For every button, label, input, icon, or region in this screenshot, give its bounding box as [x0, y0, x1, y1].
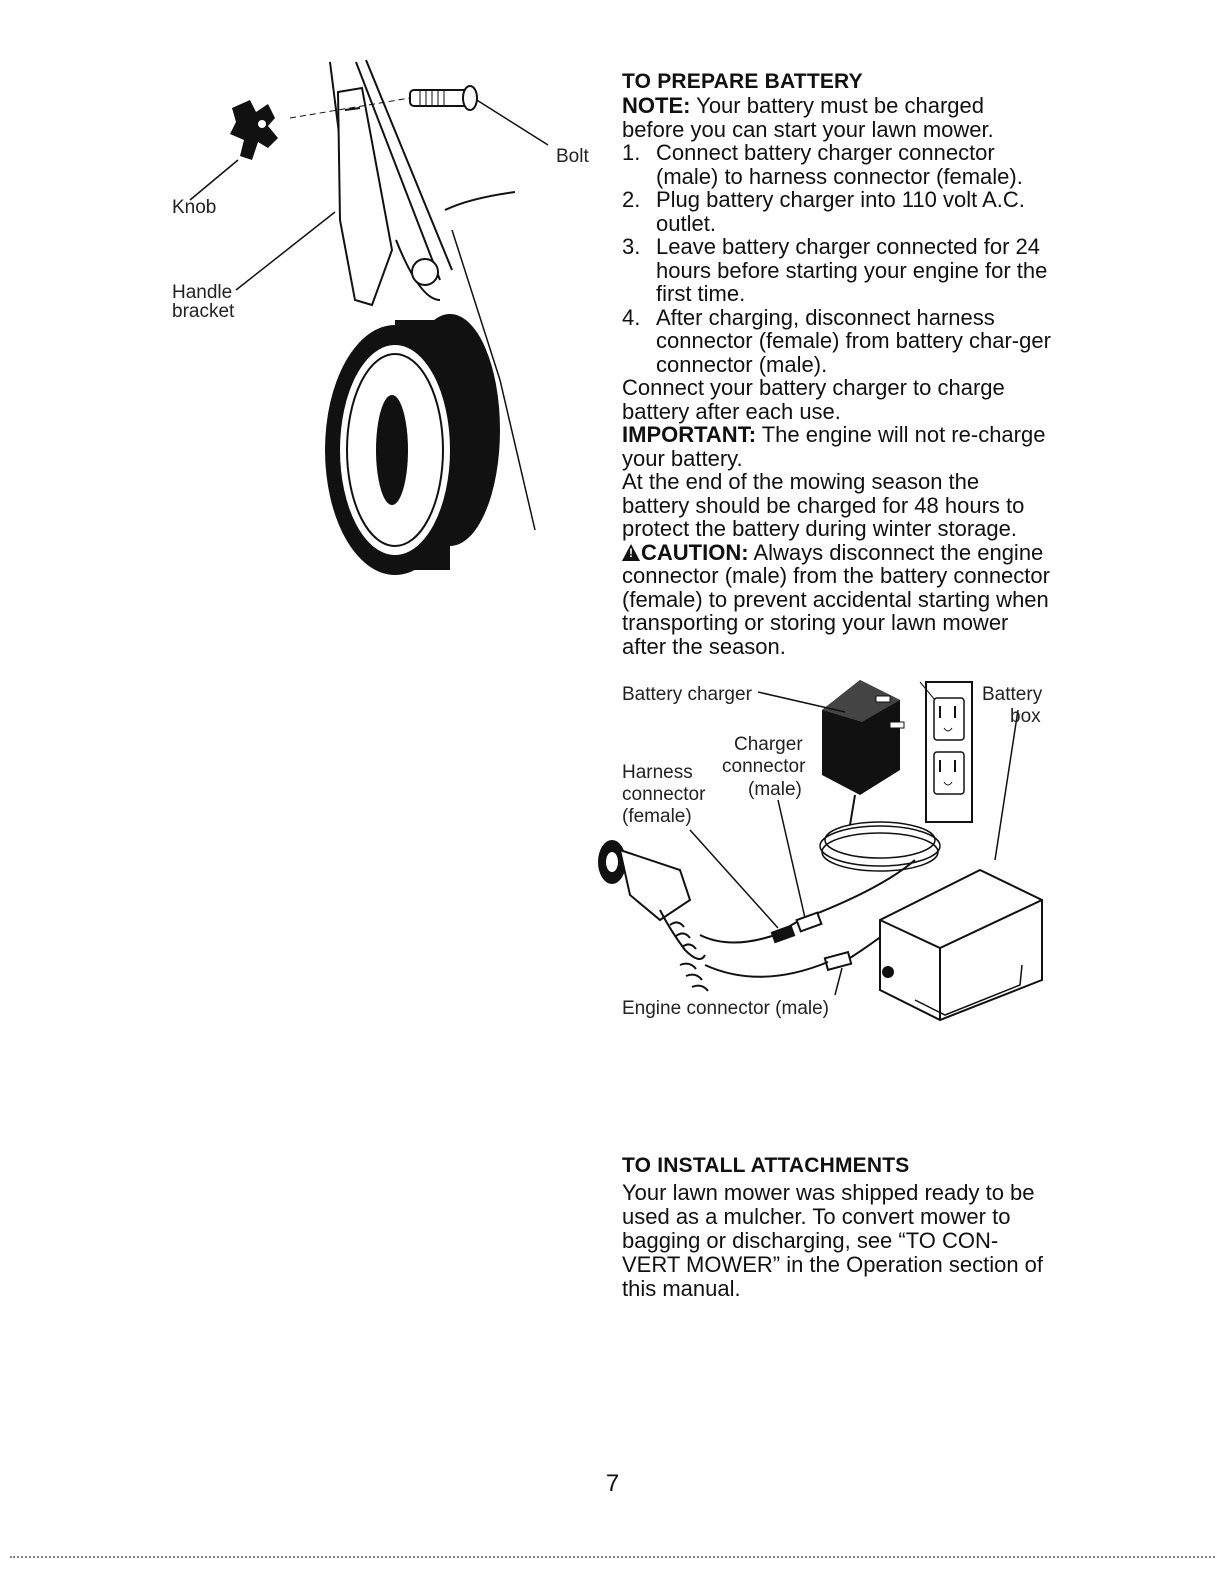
- note-text: Your battery must be charged before you …: [622, 93, 994, 142]
- caution-paragraph: CAUTION: Always disconnect the engine co…: [622, 539, 1052, 659]
- prepare-battery-section: TO PREPARE BATTERY NOTE: Your battery mu…: [622, 70, 1052, 658]
- warning-icon: [622, 543, 640, 561]
- label-battery-box-line1: Battery: [982, 684, 1043, 705]
- connect-paragraph: Connect your battery charger to charge b…: [622, 375, 1005, 424]
- battery-charging-illustration: [598, 680, 1043, 1022]
- page-number: 7: [605, 1470, 620, 1497]
- label-harness-connector-line3: (female): [622, 806, 692, 827]
- important-keyword: IMPORTANT:: [622, 422, 757, 447]
- install-attachments-heading: TO INSTALL ATTACHMENTS: [622, 1154, 910, 1177]
- bottom-divider: [10, 1556, 1215, 1558]
- label-charger-connector-line2: connector: [722, 756, 806, 777]
- steps-list: 1.Connect battery charger connector (mal…: [622, 141, 1052, 376]
- caution-keyword: CAUTION:: [641, 539, 749, 565]
- label-engine-connector: Engine connector (male): [622, 998, 829, 1019]
- list-item: 3.Leave battery charger connected for 24…: [622, 234, 1048, 306]
- note-paragraph: NOTE: Your battery must be charged befor…: [622, 94, 1052, 141]
- list-item: 2.Plug battery charger into 110 volt A.C…: [622, 187, 1025, 236]
- label-battery-charger: Battery charger: [622, 684, 752, 705]
- label-bracket: bracket: [172, 301, 235, 322]
- list-item: 4.After charging, disconnect harness con…: [622, 304, 1051, 377]
- label-charger-connector-line3: (male): [748, 779, 802, 800]
- label-charger-connector-line1: Charger: [734, 734, 803, 755]
- season-paragraph: At the end of the mowing season the batt…: [622, 469, 1025, 541]
- label-handle: Handle: [172, 282, 233, 303]
- label-knob: Knob: [172, 197, 217, 218]
- prepare-battery-heading: TO PREPARE BATTERY: [622, 70, 863, 93]
- label-harness-connector-line2: connector: [622, 784, 706, 805]
- label-battery-box-line2: box: [1010, 706, 1041, 727]
- list-item: 1.Connect battery charger connector (mal…: [622, 140, 1023, 189]
- important-paragraph: IMPORTANT: The engine will not re-charge…: [622, 422, 1046, 471]
- handle-bracket-illustration: [189, 59, 549, 575]
- install-attachments-section: TO INSTALL ATTACHMENTS Your lawn mower w…: [622, 1154, 1052, 1301]
- install-attachments-text: Your lawn mower was shipped ready to be …: [622, 1180, 1044, 1301]
- label-harness-connector-line1: Harness: [622, 762, 693, 783]
- label-bolt: Bolt: [556, 146, 589, 167]
- note-keyword: NOTE:: [622, 93, 691, 118]
